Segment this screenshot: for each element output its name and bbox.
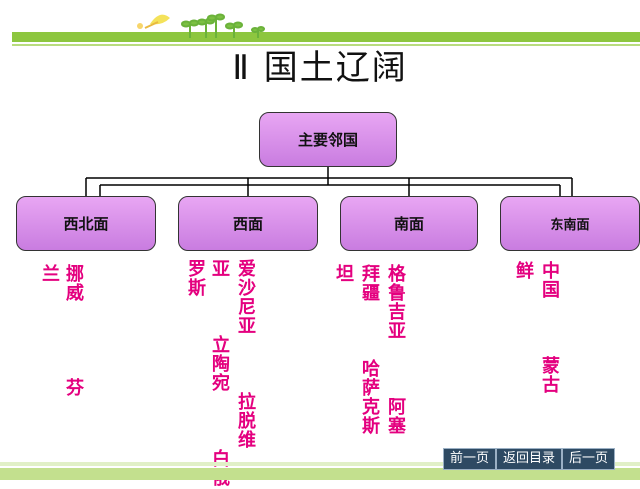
category-node-southeast: 东南面 (500, 196, 640, 251)
slide-nav: 前一页 返回目录 后一页 (443, 448, 616, 470)
root-node-main-neighbors: 主要邻国 (259, 112, 397, 167)
category-node-west: 西面 (178, 196, 318, 251)
country-text-column: 亚 立 陶 宛 白 俄 (212, 259, 230, 488)
country-text-column: 拜 疆 哈 萨 克 斯 (362, 264, 380, 437)
back-to-menu-button[interactable]: 返回目录 (496, 448, 563, 470)
country-text-column: 坦 (336, 264, 354, 285)
country-text-column: 爱 沙 尼 亚 拉 脱 维 (238, 259, 256, 451)
prev-page-button[interactable]: 前一页 (443, 448, 497, 470)
slide-title: Ⅱ 国土辽阔 (232, 48, 408, 88)
country-text-column: 中 国 蒙 古 朝 (542, 261, 560, 471)
category-node-northwest: 西北面 (16, 196, 156, 251)
category-node-south: 南面 (340, 196, 478, 251)
country-text-column: 罗 斯 (188, 259, 206, 299)
header-band (12, 32, 640, 42)
country-text-column: 鲜 (516, 261, 534, 282)
next-page-button[interactable]: 后一页 (562, 448, 616, 470)
country-text-column: 格 鲁 吉 亚 阿 塞 (388, 264, 406, 437)
country-text-column: 挪 威 芬 (66, 264, 84, 399)
header-band-line (12, 44, 640, 46)
country-text-column: 兰 (42, 264, 60, 285)
decoration-sprouts-icon (137, 13, 265, 38)
footer-band (0, 468, 640, 480)
footer-band-light (0, 462, 640, 466)
